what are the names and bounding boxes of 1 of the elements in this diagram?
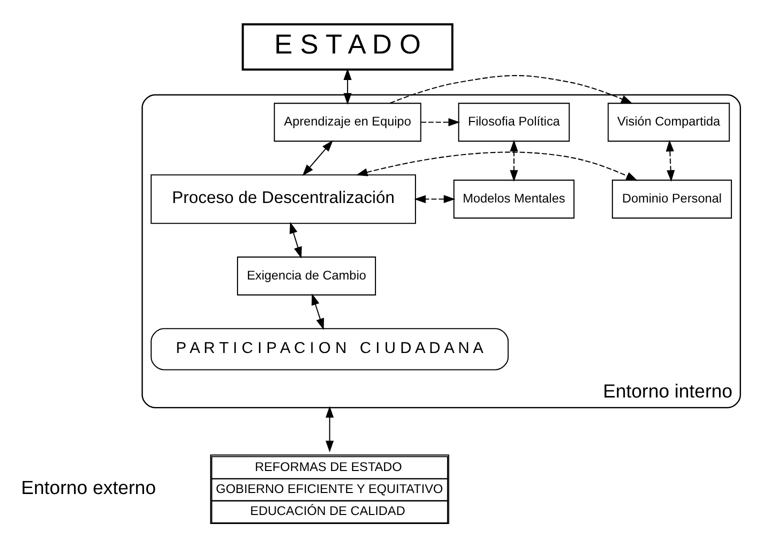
label: Entorno externo [20, 478, 156, 499]
